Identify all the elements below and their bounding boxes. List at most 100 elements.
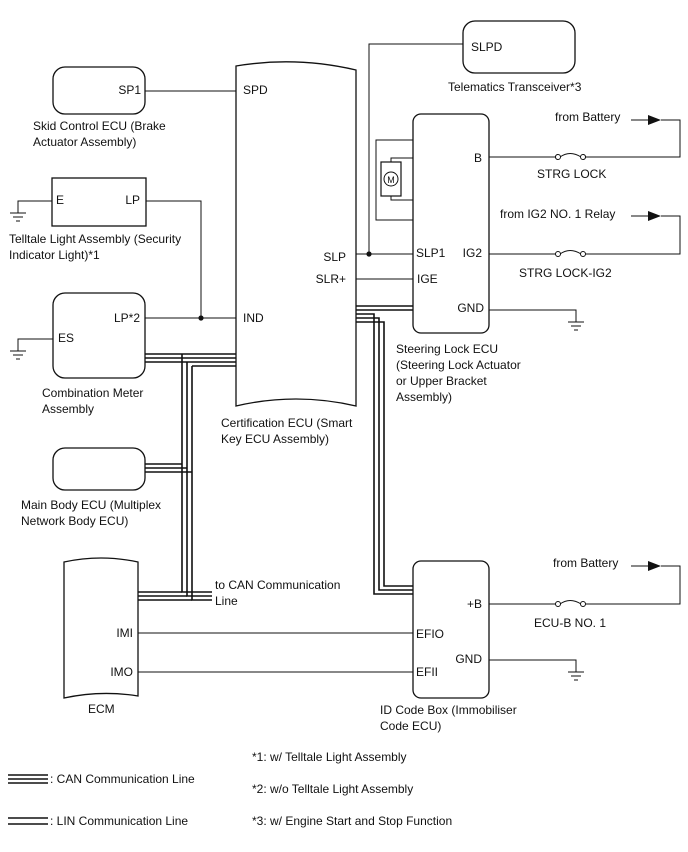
certification-ecu-outline bbox=[235, 61, 357, 407]
steering-pin-b: B bbox=[474, 151, 482, 165]
certification-ecu: SPD IND SLP SLR+ Certification ECU (Smar… bbox=[221, 61, 357, 446]
legend-lin-label: : LIN Communication Line bbox=[50, 814, 188, 828]
idcode-label-line2: Code ECU) bbox=[380, 719, 441, 733]
telematics-pin-slpd: SLPD bbox=[471, 40, 503, 54]
from-battery-1-label: from Battery bbox=[555, 110, 620, 124]
telematics-transceiver: SLPD Telematics Transceiver*3 bbox=[448, 20, 582, 94]
ground-idcode bbox=[489, 659, 584, 681]
from-ig2-label: from IG2 NO. 1 Relay bbox=[500, 207, 615, 221]
can-bus-ecm bbox=[138, 591, 192, 601]
steering-lock-ecu: M B SLP1 IG2 IGE GND Steering Lock ECU (… bbox=[375, 113, 521, 404]
ground-steering bbox=[489, 309, 584, 331]
telltale-label-line1: Telltale Light Assembly (Security bbox=[9, 232, 181, 246]
combination-meter: LP*2 ES Combination Meter Assembly bbox=[42, 292, 146, 416]
fuse-ecu-b-icon bbox=[555, 600, 586, 607]
footnotes: *1: w/ Telltale Light Assembly *2: w/o T… bbox=[252, 750, 452, 828]
wire-slpd-slp bbox=[368, 43, 463, 254]
fuse-strg-lock-label: STRG LOCK bbox=[537, 167, 606, 181]
telltale-pin-e: E bbox=[56, 193, 64, 207]
from-battery-2-label: from Battery bbox=[553, 556, 618, 570]
certification-pin-slp: SLP bbox=[323, 250, 346, 264]
lin-bus-riser-c bbox=[356, 321, 413, 587]
main-body-ecu: Main Body ECU (Multiplex Network Body EC… bbox=[21, 447, 161, 528]
idcode-pin-efio: EFIO bbox=[416, 627, 444, 641]
skid-pin-sp1: SP1 bbox=[118, 83, 141, 97]
lin-bus-riser-a bbox=[356, 313, 413, 595]
fuse-strg-lock-icon bbox=[555, 153, 586, 160]
wire-strglock-ig2 bbox=[489, 215, 681, 255]
battery-1-arrow-icon bbox=[648, 115, 661, 125]
footnote-3: *3: w/ Engine Start and Stop Function bbox=[252, 814, 452, 828]
signal-wires bbox=[138, 43, 463, 673]
steering-actuator-bracket bbox=[375, 139, 414, 221]
wire-ecub-b bbox=[489, 565, 681, 605]
ecm-pin-imo: IMO bbox=[110, 665, 133, 679]
idcode-pin-b: +B bbox=[467, 597, 482, 611]
telltale-light-assembly: E LP Telltale Light Assembly (Security I… bbox=[9, 177, 181, 262]
ecm-outline bbox=[63, 557, 139, 699]
combination-label-line2: Assembly bbox=[42, 402, 94, 416]
ground-telltale bbox=[10, 200, 52, 222]
footnote-1: *1: w/ Telltale Light Assembly bbox=[252, 750, 407, 764]
id-code-box: +B EFIO GND EFII ID Code Box (Immobilise… bbox=[380, 560, 517, 733]
idcode-pin-efii: EFII bbox=[416, 665, 438, 679]
skid-label-line2: Actuator Assembly) bbox=[33, 135, 136, 149]
can-bus: to CAN Communication Line bbox=[138, 353, 340, 608]
telltale-label-line2: Indicator Light)*1 bbox=[9, 248, 100, 262]
main-body-label-line2: Network Body ECU) bbox=[21, 514, 128, 528]
steering-pin-slp1: SLP1 bbox=[416, 246, 446, 260]
ecm-pin-imi: IMI bbox=[116, 626, 133, 640]
certification-pin-slr: SLR+ bbox=[316, 272, 346, 286]
certification-pin-spd: SPD bbox=[243, 83, 268, 97]
fuse-ecu-b-label: ECU-B NO. 1 bbox=[534, 616, 606, 630]
certification-ecu-label-line1: Certification ECU (Smart bbox=[221, 416, 353, 430]
ground-combination bbox=[10, 338, 53, 360]
lin-bus bbox=[356, 305, 413, 595]
can-note-line1: to CAN Communication bbox=[215, 578, 340, 592]
telematics-box bbox=[462, 20, 576, 74]
ig2-arrow-icon bbox=[648, 211, 661, 221]
steering-lock-box bbox=[412, 113, 490, 334]
splice-slp bbox=[366, 251, 372, 257]
steering-pin-gnd: GND bbox=[457, 301, 484, 315]
certification-ecu-label-line2: Key ECU Assembly) bbox=[221, 432, 329, 446]
can-bus-horizontal-top bbox=[145, 353, 236, 363]
ecm: IMI IMO ECM bbox=[63, 557, 139, 716]
battery-2-arrow-icon bbox=[648, 561, 661, 571]
legend: : CAN Communication Line : LIN Communica… bbox=[8, 772, 195, 828]
legend-can-label: : CAN Communication Line bbox=[50, 772, 195, 786]
telltale-box bbox=[51, 177, 147, 227]
ground-symbols bbox=[10, 200, 584, 681]
can-bus-main-body bbox=[145, 463, 192, 473]
steering-label-line4: Assembly) bbox=[396, 390, 452, 404]
motor-wires bbox=[390, 157, 413, 201]
fuse-strg-lock-ig2-icon bbox=[555, 250, 586, 257]
footnote-2: *2: w/o Telltale Light Assembly bbox=[252, 782, 413, 796]
lin-bus-riser-b bbox=[356, 317, 413, 591]
idcode-pin-gnd: GND bbox=[455, 652, 482, 666]
steering-pin-ige: IGE bbox=[417, 272, 438, 286]
certification-pin-ind: IND bbox=[243, 311, 264, 325]
id-code-box-outline bbox=[412, 560, 490, 699]
combination-box bbox=[52, 292, 146, 379]
telltale-pin-lp: LP bbox=[125, 193, 140, 207]
steering-label-line1: Steering Lock ECU bbox=[396, 342, 498, 356]
combination-pin-es: ES bbox=[58, 331, 74, 345]
steering-label-line3: or Upper Bracket bbox=[396, 374, 487, 388]
telematics-label: Telematics Transceiver*3 bbox=[448, 80, 582, 94]
steering-label-line2: (Steering Lock Actuator bbox=[396, 358, 521, 372]
power-feeds: from Battery STRG LOCK from IG2 NO. 1 Re… bbox=[489, 110, 681, 630]
wire-strglock-b bbox=[489, 119, 681, 158]
idcode-label-line1: ID Code Box (Immobiliser bbox=[380, 703, 517, 717]
legend-can-symbol bbox=[8, 774, 48, 784]
steering-pin-ig2: IG2 bbox=[463, 246, 483, 260]
can-note-line2: Line bbox=[215, 594, 238, 608]
motor-label: M bbox=[387, 175, 395, 185]
splice-ind bbox=[198, 315, 204, 321]
ecm-label: ECM bbox=[88, 702, 115, 716]
skid-control-ecu: SP1 Skid Control ECU (Brake Actuator Ass… bbox=[33, 66, 166, 149]
can-bus-trunk bbox=[181, 354, 212, 601]
main-body-box bbox=[52, 447, 146, 491]
legend-lin-symbol bbox=[8, 817, 48, 825]
